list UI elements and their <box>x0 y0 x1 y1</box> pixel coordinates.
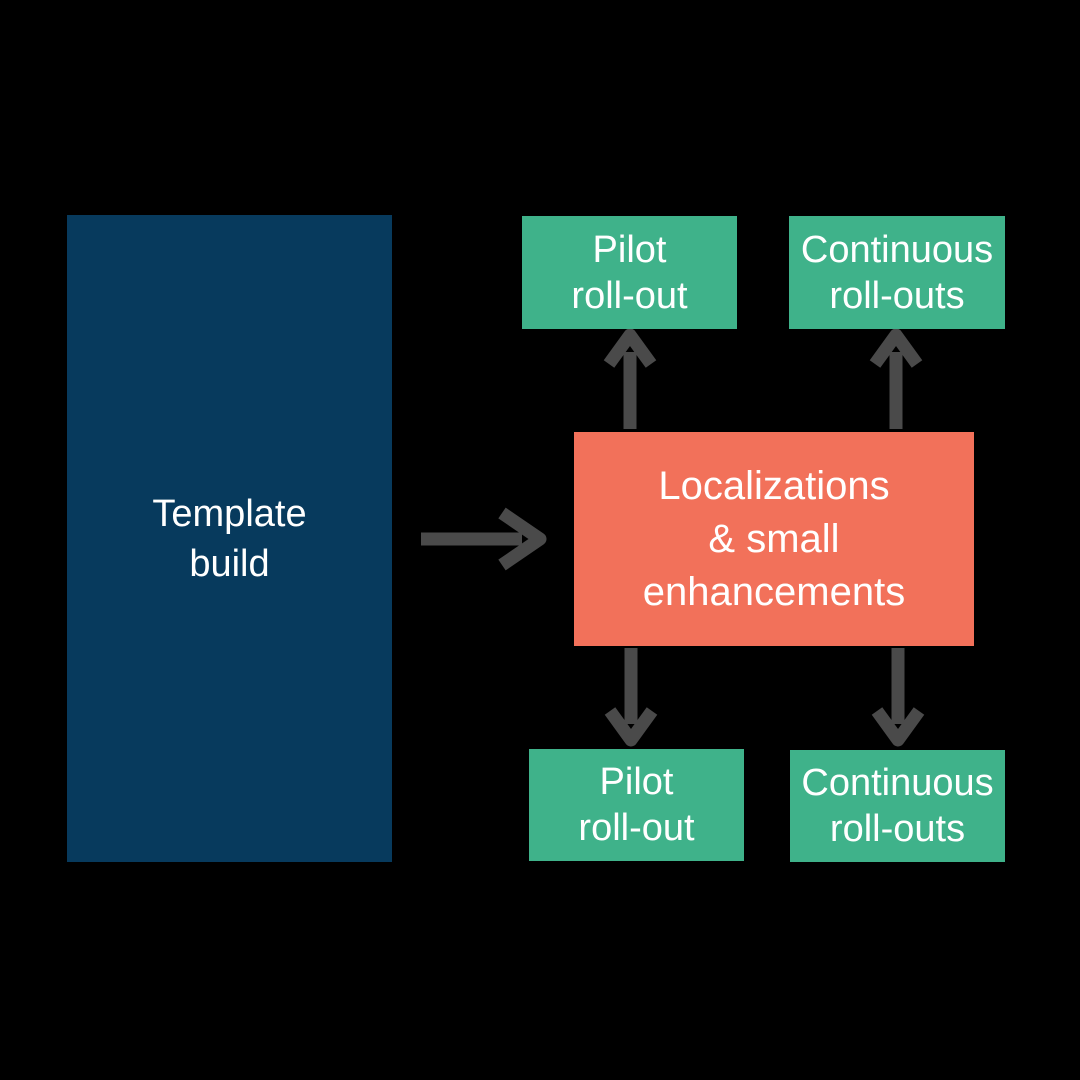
node-continuous-rollouts-bottom-line1: Continuous <box>801 762 994 804</box>
node-template-build-line1: Template <box>152 492 307 535</box>
node-template-build: Template build <box>67 215 392 862</box>
node-localizations: Localizations & small enhancements <box>574 432 974 646</box>
node-pilot-rollout-bottom-line2: roll-out <box>578 807 695 849</box>
arrow-down-right-icon <box>871 648 925 747</box>
node-localizations-line2: & small <box>708 516 840 561</box>
node-pilot-rollout-top-line2: roll-out <box>571 274 688 317</box>
node-continuous-rollouts-bottom: Continuous roll-outs <box>790 750 1005 862</box>
node-continuous-rollouts-top-line2: roll-outs <box>829 274 965 317</box>
arrow-down-left-icon <box>604 648 658 747</box>
arrow-right-icon <box>421 507 547 571</box>
node-continuous-rollouts-top-line1: Continuous <box>800 228 994 271</box>
node-template-build-line2: build <box>189 542 270 585</box>
node-pilot-rollout-top: Pilot roll-out <box>522 216 737 329</box>
node-continuous-rollouts-top: Continuous roll-outs <box>789 216 1005 329</box>
arrow-up-right-icon <box>869 328 923 429</box>
node-pilot-rollout-bottom-line1: Pilot <box>599 761 674 803</box>
arrow-up-left-icon <box>603 328 657 429</box>
node-pilot-rollout-top-line1: Pilot <box>592 228 667 271</box>
node-continuous-rollouts-bottom-line2: roll-outs <box>829 808 966 850</box>
node-localizations-line3: enhancements <box>642 569 906 614</box>
node-pilot-rollout-bottom: Pilot roll-out <box>529 749 744 861</box>
node-localizations-line1: Localizations <box>658 463 890 508</box>
